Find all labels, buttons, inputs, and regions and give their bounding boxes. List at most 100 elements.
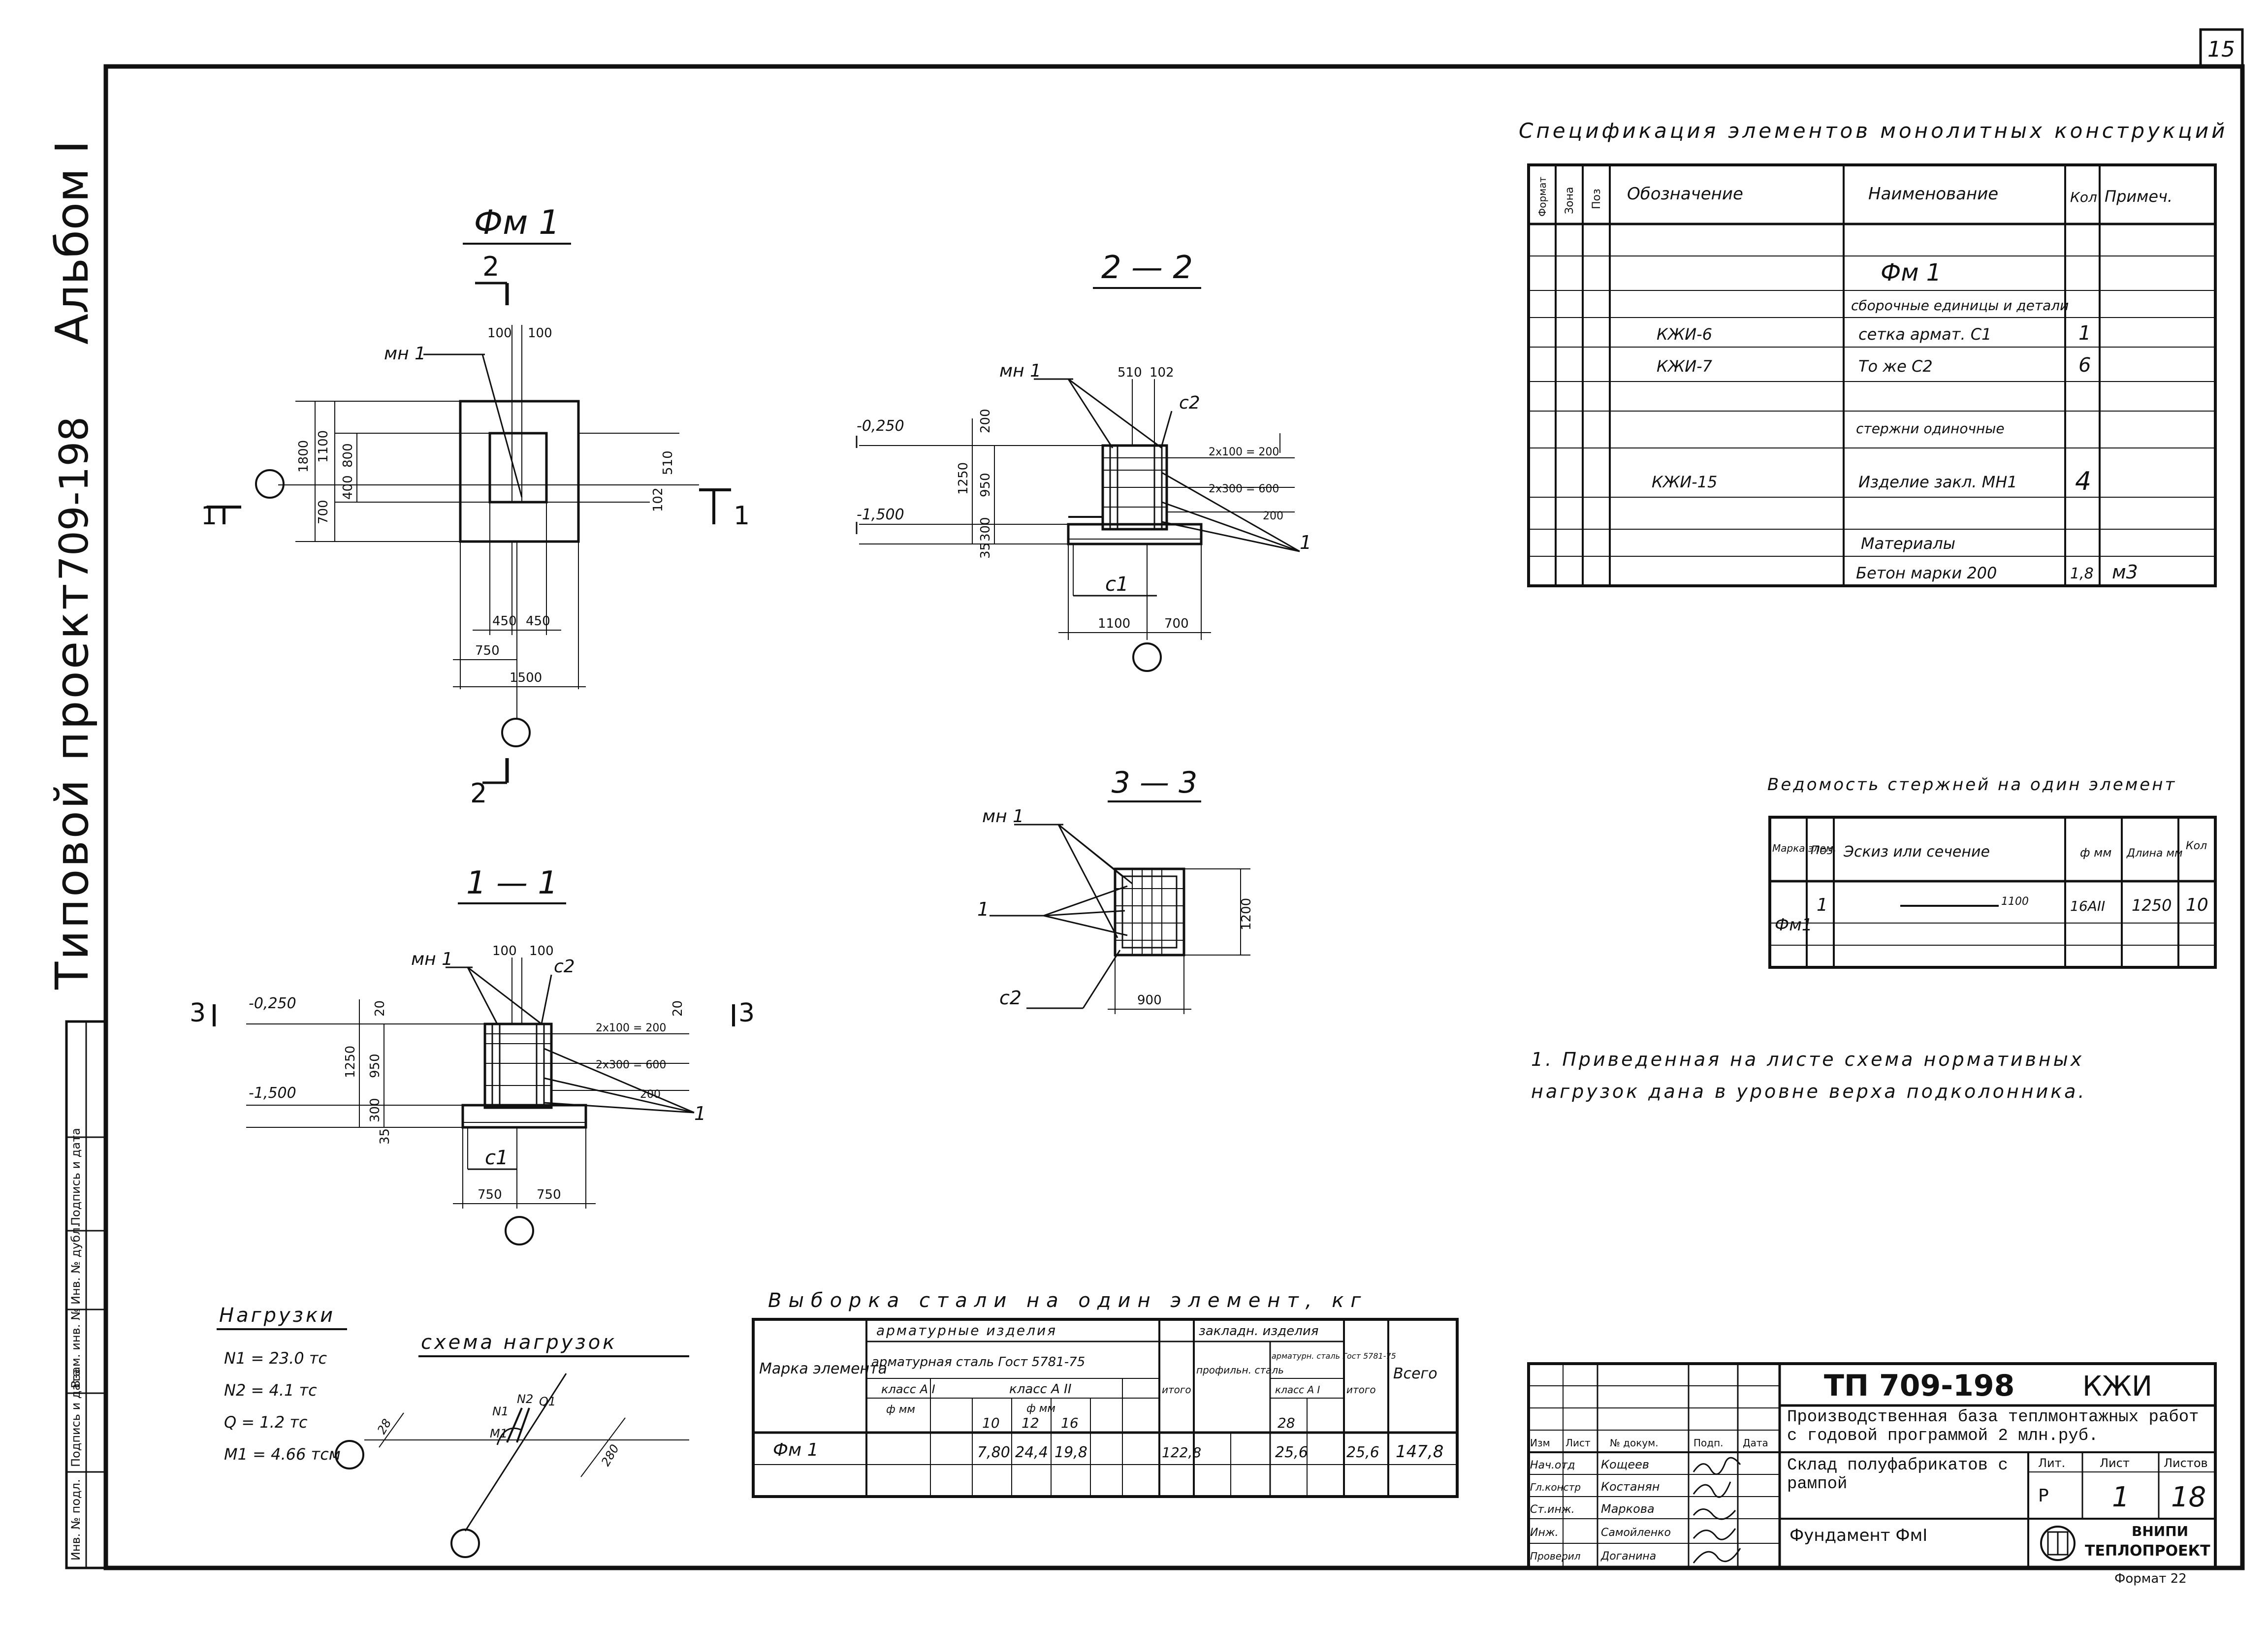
- tb-name-2: Костанян: [1601, 1480, 1660, 1494]
- sec11-pos1: 1: [694, 1103, 706, 1124]
- sec33-dim-1200: 1200: [1239, 898, 1254, 930]
- spec-row10-qty: 1,8: [2070, 565, 2094, 582]
- tb-sheet: 1: [2112, 1481, 2130, 1513]
- dim-510: 510: [661, 450, 675, 475]
- spec-row6-name: стержни одиночные: [1856, 420, 2005, 437]
- tb-role-4: Инж.: [1530, 1527, 1559, 1539]
- sheet-number: 15: [2207, 37, 2235, 62]
- dim-1800: 1800: [296, 440, 311, 473]
- sec11-el1: -0,250: [249, 995, 296, 1012]
- load-m1: M1 = 4.66 тсм: [224, 1445, 341, 1464]
- bars-row1-pos: 1: [1817, 895, 1828, 915]
- steel-row-total: 122,8: [1162, 1444, 1201, 1461]
- dim-1500: 1500: [510, 670, 542, 685]
- dim-700: 700: [316, 500, 331, 524]
- tb-name-5: Доганина: [1600, 1550, 1656, 1563]
- sec22-dim-510: 510: [1118, 365, 1142, 380]
- bars-h-dia: ф мм: [2080, 846, 2111, 860]
- spec-h-qty: Кол: [2070, 189, 2097, 205]
- tb-name-4: Самойленко: [1601, 1527, 1671, 1539]
- bars-row1-length: 1250: [2132, 896, 2172, 915]
- dim-450a: 450: [492, 614, 517, 629]
- steel-table: Выборка стали на один элемент, кг армату…: [752, 1289, 1459, 1498]
- sec11-dim-100a: 100: [492, 944, 517, 958]
- stamp-inv-podl: Инв. № подл.: [69, 1479, 83, 1561]
- steel-row-v2: 24,4: [1015, 1444, 1048, 1461]
- steel-h-dia1: ф мм: [886, 1404, 915, 1416]
- spec-row4-desig: КЖИ-7: [1657, 357, 1713, 376]
- sec22-dim-1100: 1100: [1098, 616, 1130, 631]
- side-project-label: Типовой проект: [46, 581, 98, 990]
- steel-row-mark: Фм 1: [773, 1440, 819, 1460]
- bars-h-qty: Кол: [2186, 840, 2207, 852]
- steel-h-prof: профильн. сталь: [1196, 1364, 1284, 1376]
- cut1-right: 1: [734, 501, 750, 531]
- sec22-dim-35: 35: [978, 543, 993, 559]
- dim-400: 400: [341, 475, 355, 500]
- sec22-dim-200: 200: [978, 409, 993, 433]
- cut3-left: 3: [190, 998, 206, 1028]
- spec-row1-name: Фм 1: [1881, 259, 1941, 287]
- sec33-mn1: мн 1: [982, 806, 1024, 827]
- sec22-dim-2x100: 2x100 = 200: [1209, 446, 1279, 458]
- sec11-dim-300: 300: [368, 1098, 383, 1122]
- spec-h-format: Формат: [1536, 177, 1548, 217]
- note-line2: нагрузок дана в уровне верха подколонник…: [1531, 1081, 2087, 1102]
- sec22-dim-950: 950: [978, 473, 993, 497]
- spec-row2-name: сборочные единицы и детали: [1851, 297, 2069, 314]
- tb-format: Формат 22: [2114, 1571, 2187, 1586]
- bars-h-sketch: Эскиз или сечение: [1843, 843, 1990, 861]
- dim-450b: 450: [526, 614, 550, 629]
- tb-role-1: Нач.отд: [1530, 1459, 1575, 1471]
- cut3-right: 3: [738, 998, 755, 1028]
- bars-row1-mark: Фм1: [1775, 915, 1813, 935]
- dim-100a: 100: [487, 326, 512, 341]
- sec22-dim-2x300: 2x300 = 600: [1209, 483, 1279, 495]
- axis-bubble-bottom: [501, 718, 531, 747]
- sec11-dim-750b: 750: [537, 1187, 561, 1202]
- steel-h-class1: класс А I: [881, 1382, 935, 1396]
- loads: Нагрузки N1 = 23.0 тс N2 = 4.1 тс Q = 1.…: [217, 1304, 689, 1558]
- spec-h-designation: Обозначение: [1627, 184, 1743, 204]
- title-block: Изм Лист № докум. Подп. Дата Нач.отд Кощ…: [1527, 1362, 2217, 1586]
- dim-750: 750: [475, 643, 500, 658]
- stamp-sign-date-1: Подпись и дата: [69, 1369, 83, 1467]
- tb-object: Склад полуфабрикатов с рампой: [1787, 1456, 2008, 1494]
- sec11-dim-750a: 750: [478, 1187, 502, 1202]
- steel-title: Выборка стали на один элемент, кг: [768, 1289, 1368, 1312]
- scheme-m1: M1: [490, 1427, 508, 1440]
- loads-title: Нагрузки: [219, 1304, 335, 1327]
- bars-h-mark: Марка элем.: [1772, 842, 1836, 854]
- sec11-c1: с1: [485, 1147, 508, 1169]
- plan-title: Фм 1: [474, 203, 560, 242]
- sec22-dim-102: 102: [1150, 365, 1174, 380]
- tb-part: КЖИ: [2082, 1371, 2152, 1403]
- tb-h-doc: № докум.: [1610, 1437, 1659, 1449]
- tb-h-sign: Подп.: [1693, 1437, 1724, 1449]
- spec-row4-qty: 6: [2078, 354, 2091, 377]
- sheet-number-box: [2199, 28, 2244, 68]
- spec-row7-name: Изделие закл. МН1: [1858, 473, 2017, 491]
- tb-code: ТП 709-198: [1824, 1369, 2014, 1403]
- steel-row-v3: 19,8: [1054, 1444, 1087, 1461]
- section-33: 3 — 3 мн 1 1 с2 1200 900: [977, 766, 1254, 1014]
- steel-dia-12: 12: [1022, 1415, 1039, 1431]
- spec-h-pos: Поз: [1591, 189, 1603, 209]
- scheme-dim-280: 280: [599, 1442, 622, 1468]
- steel-row-all: 147,8: [1396, 1442, 1443, 1462]
- side-project-code: 709-198: [51, 416, 97, 581]
- steel-row-v1: 7,80: [977, 1444, 1010, 1461]
- sec11-dim-950: 950: [368, 1053, 383, 1078]
- spec-row9-name: Материалы: [1861, 534, 1955, 553]
- plan-fm1: Фм 1 2 мн 1 100 100 1 1 180: [201, 203, 750, 809]
- bars-row1-sketch: 1100: [2001, 895, 2029, 908]
- bars-row1-qty: 10: [2186, 895, 2208, 915]
- sec22-el1: -0,250: [857, 417, 904, 435]
- spec-h-name: Наименование: [1868, 184, 1998, 204]
- sec22-pos1: 1: [1300, 532, 1311, 553]
- sec11-dim-35: 35: [378, 1128, 392, 1145]
- steel-dia-28: 28: [1278, 1415, 1295, 1431]
- sec11-c2: с2: [554, 957, 575, 977]
- spec-row3-qty: 1: [2078, 322, 2091, 345]
